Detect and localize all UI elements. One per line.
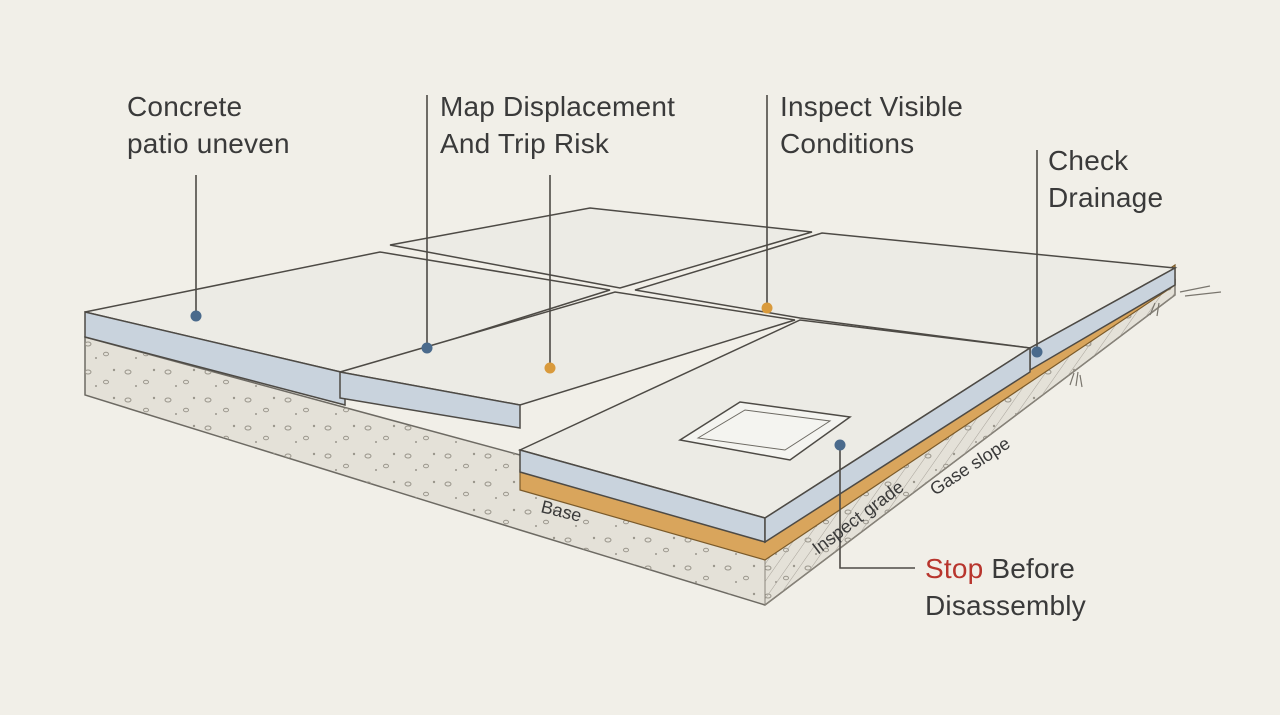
slab-front-edge-right (764, 346, 1031, 544)
leader-lines (195, 95, 1038, 569)
callout-inspect-line2: Conditions (780, 128, 915, 159)
callout-drainage: Check Drainage (1048, 142, 1163, 216)
callout-displacement: Map Displacement And Trip Risk (440, 88, 675, 162)
stop-rest: Before (983, 553, 1076, 584)
slab-left-edge (84, 311, 346, 406)
callout-concrete: Concrete patio uneven (127, 88, 290, 162)
callout-drainage-line2: Drainage (1048, 182, 1164, 213)
slab-middle-edge (339, 371, 521, 429)
callout-stop: Stop Before Disassembly (925, 550, 1086, 624)
marker-dot-displacement (421, 342, 433, 354)
callout-displacement-line2: And Trip Risk (440, 128, 610, 159)
marker-dot-drainage (1031, 346, 1043, 358)
marker-dot-trip-risk (544, 362, 556, 374)
marker-dot-inspect (761, 302, 773, 314)
marker-dot-stop (834, 439, 846, 451)
grass-icon (1069, 285, 1222, 388)
callout-stop-line2: Disassembly (925, 590, 1086, 621)
callout-drainage-line1: Check (1048, 145, 1129, 176)
callout-displacement-line1: Map Displacement (440, 91, 676, 122)
marker-dot-concrete (190, 310, 202, 322)
callout-concrete-line2: patio uneven (127, 128, 290, 159)
callout-stop-line1: Stop Before (925, 550, 1086, 587)
tablet-device-icon (677, 401, 852, 461)
callout-concrete-line1: Concrete (127, 91, 243, 122)
stop-highlight: Stop (925, 553, 984, 584)
callout-inspect: Inspect Visible Conditions (780, 88, 963, 162)
callout-inspect-line1: Inspect Visible (780, 91, 964, 122)
slab-back-left (389, 207, 813, 289)
